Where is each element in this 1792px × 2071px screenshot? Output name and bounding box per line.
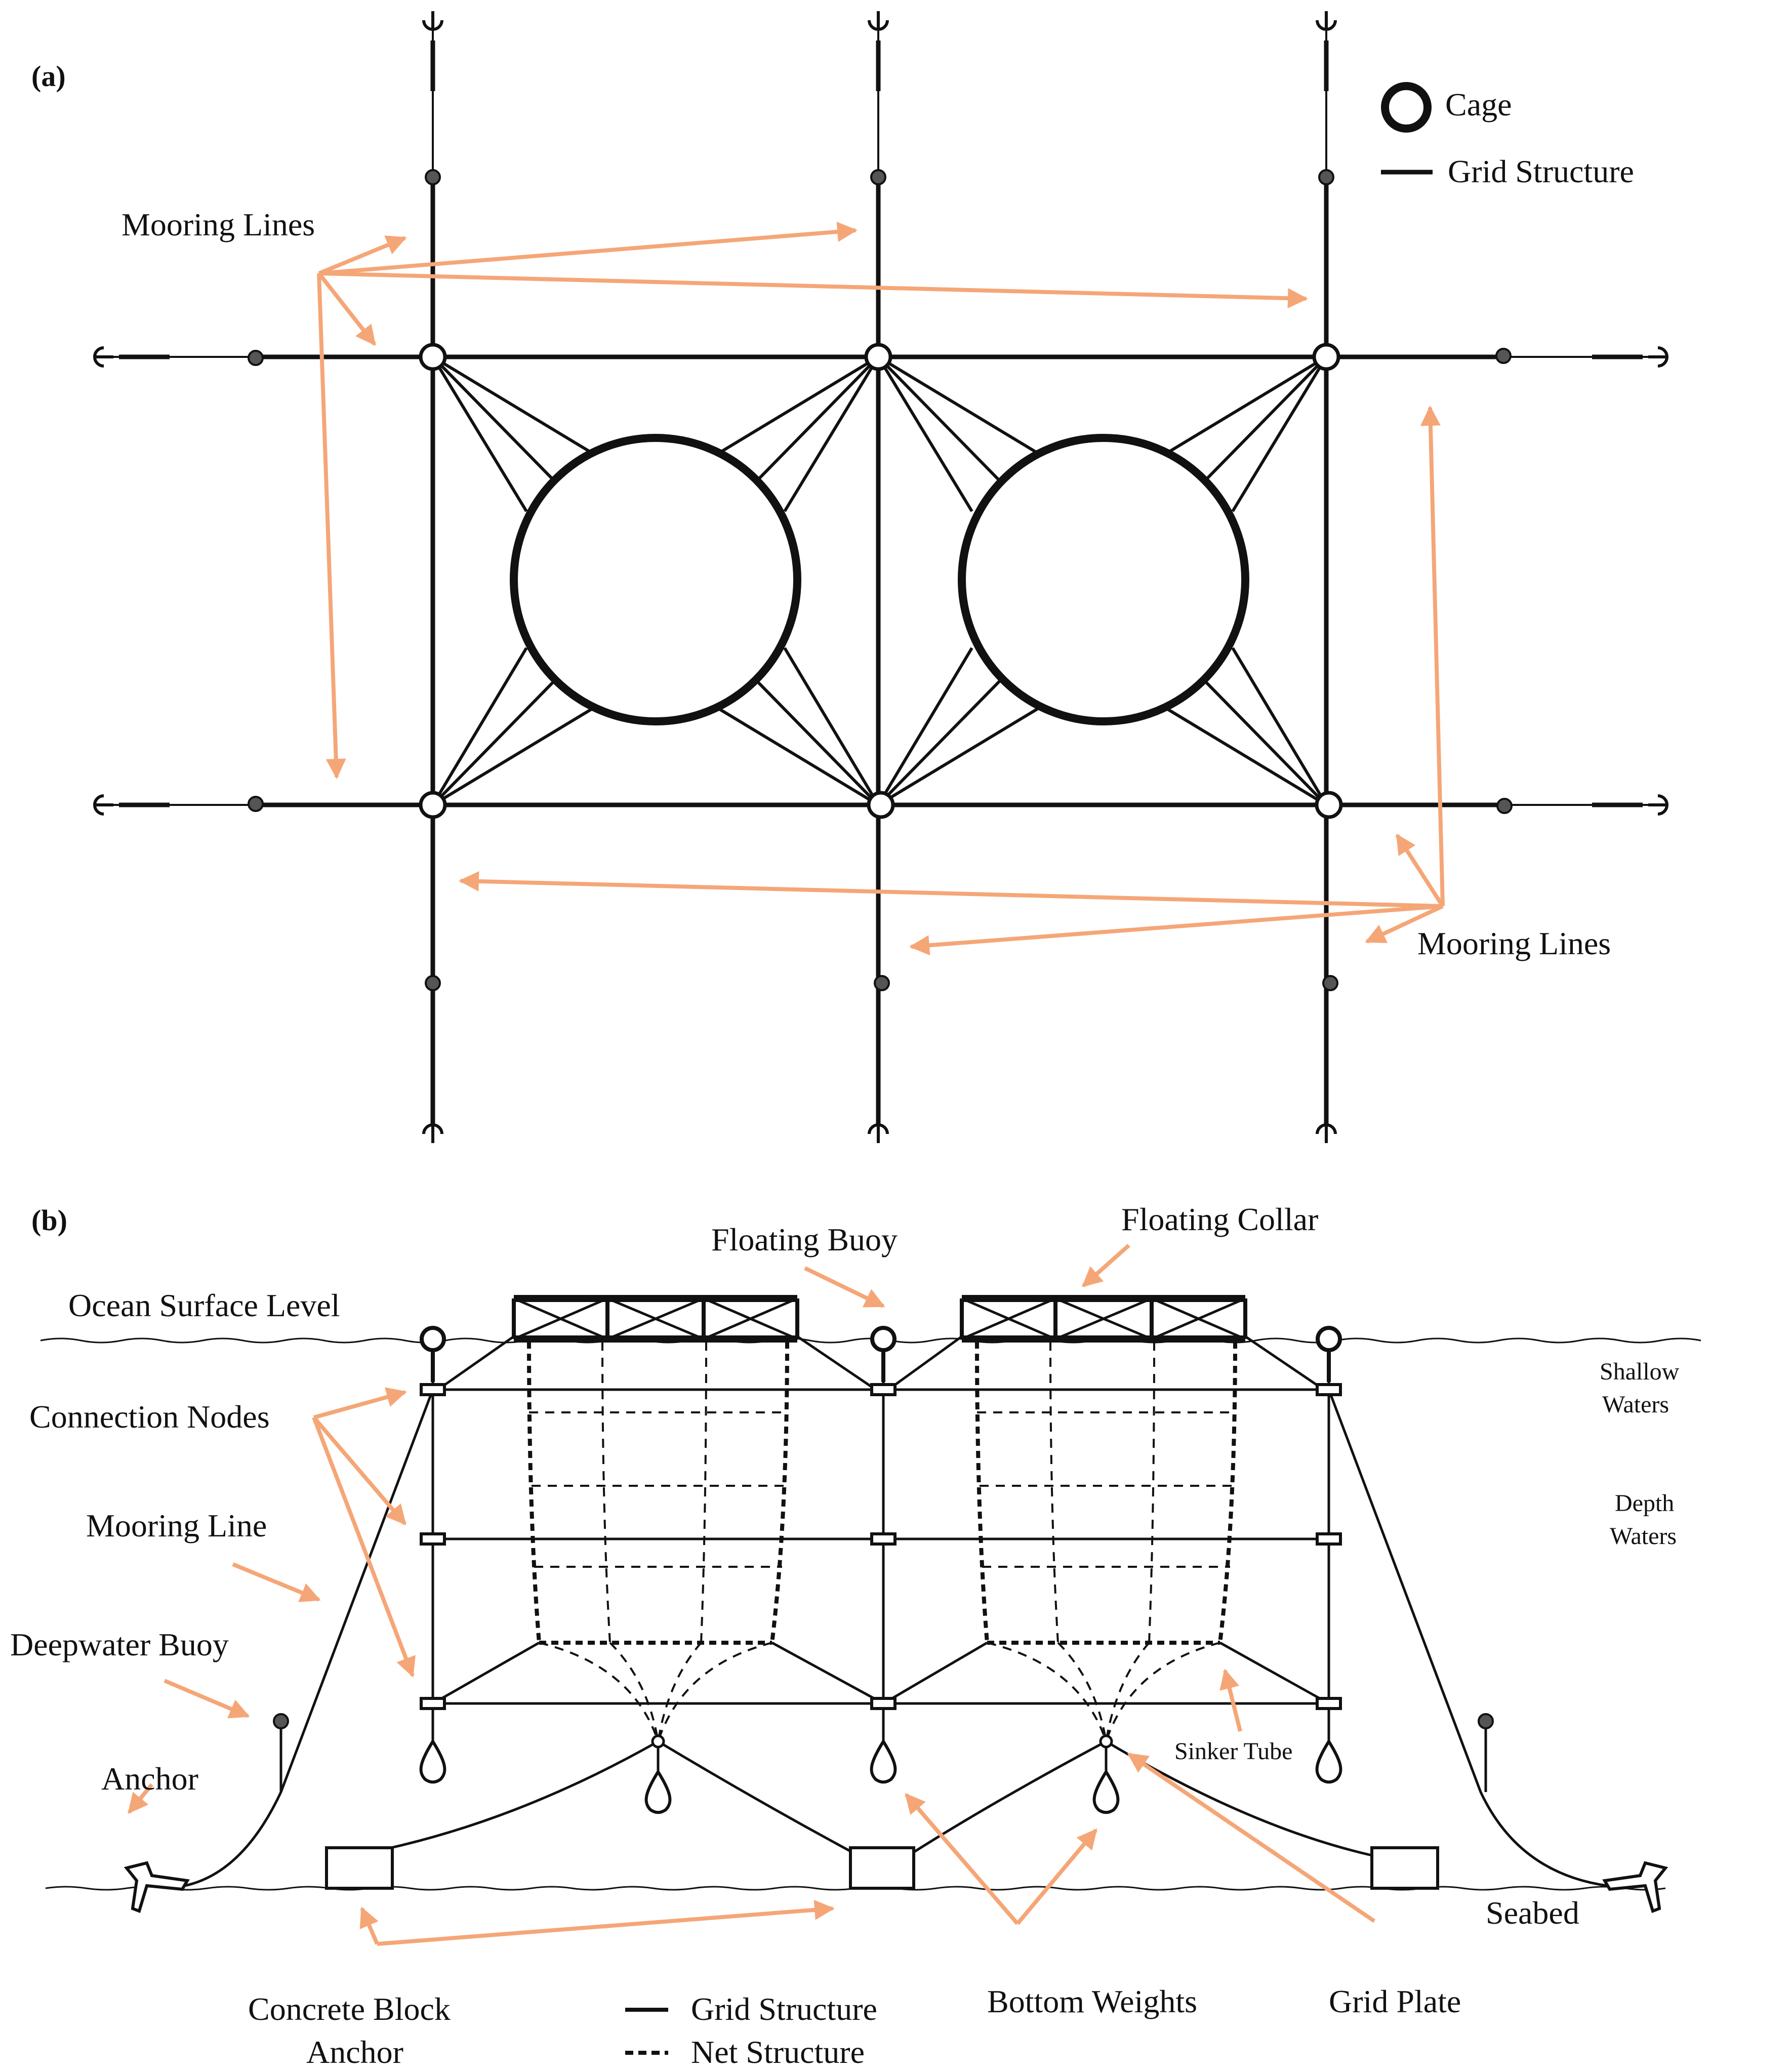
panel-b: (b) [10, 1201, 1701, 2070]
depth-waters-label-2: Waters [1610, 1523, 1677, 1550]
grid-structure-a [253, 177, 1503, 1124]
panel-a: (a) [31, 11, 1668, 1143]
grid-plate-right [1099, 1734, 1113, 1749]
bridle-lines-a [431, 355, 1328, 806]
sinker-tube-label: Sinker Tube [1174, 1738, 1292, 1765]
grid-plate-left [651, 1734, 665, 1749]
floating-buoy-label: Floating Buoy [711, 1222, 898, 1257]
panel-b-label: (b) [31, 1204, 67, 1237]
legend-cage-icon [1381, 82, 1432, 133]
connection-nodes-label: Connection Nodes [29, 1399, 270, 1435]
anchor-segments-a [119, 40, 1643, 1119]
concrete-block-label-1: Concrete Block [248, 1991, 451, 2027]
connection-nodes [420, 1383, 1342, 1710]
arrows-a [317, 221, 1445, 956]
net-structure [527, 1341, 1237, 1742]
panel-a-label: (a) [31, 60, 66, 93]
junction-nodes-a [419, 343, 1343, 819]
grid-plate-label: Grid Plate [1329, 1983, 1461, 2019]
anchor-symbols-a [93, 11, 1668, 1143]
grid-structure-b [354, 1335, 1372, 1857]
concrete-block-anchors [325, 1846, 1439, 1890]
arrows-b [127, 1244, 1376, 1946]
bottom-weights-label: Bottom Weights [987, 1983, 1197, 2019]
mooring-line-label: Mooring Line [86, 1508, 267, 1544]
legend-a: Cage Grid Structure [1381, 82, 1634, 189]
seabed-label: Seabed [1486, 1895, 1579, 1931]
ocean-surface-label: Ocean Surface Level [68, 1287, 340, 1323]
bottom-weights [419, 1738, 1342, 1814]
shallow-waters-label-2: Waters [1602, 1391, 1669, 1418]
mooring-buoys-a [248, 169, 1513, 991]
cage-right [958, 434, 1249, 725]
mooring-lines-label-top: Mooring Lines [121, 207, 315, 242]
floating-collar-right [960, 1295, 1247, 1343]
anchor-label: Anchor [101, 1761, 198, 1797]
deepwater-buoy-label: Deepwater Buoy [10, 1627, 229, 1662]
legend-grid-structure-label: Grid Structure [691, 1991, 877, 2027]
shallow-waters-label-1: Shallow [1600, 1358, 1680, 1385]
cage-left [510, 434, 801, 725]
mooring-lines-b [184, 1389, 1608, 1887]
deepwater-buoys [273, 1713, 1494, 1729]
legend-b: Grid Structure Net Structure [625, 1991, 877, 2070]
floating-buoys [420, 1326, 1342, 1382]
legend-grid-label: Grid Structure [1448, 153, 1634, 189]
legend-net-structure-label: Net Structure [691, 2034, 865, 2070]
drag-anchors [124, 1861, 1668, 1913]
floating-collar-left [512, 1295, 799, 1343]
depth-waters-label-1: Depth [1615, 1490, 1674, 1517]
floating-collar-label: Floating Collar [1121, 1201, 1318, 1237]
concrete-block-label-2: Anchor [306, 2034, 403, 2070]
legend-cage-label: Cage [1445, 87, 1512, 123]
mooring-lines-label-bottom: Mooring Lines [1417, 925, 1611, 961]
